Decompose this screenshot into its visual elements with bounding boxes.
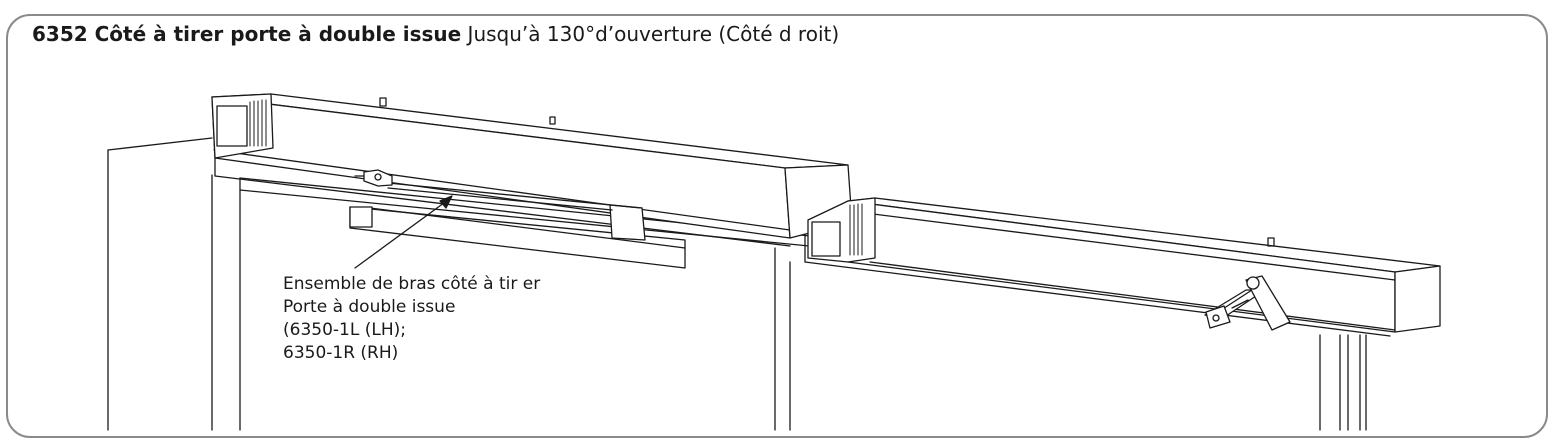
left-arm-assembly (349, 169, 686, 269)
right-arm-assembly (1204, 275, 1291, 331)
center-meeting-stiles (804, 234, 1391, 337)
title-rest: Jusqu’à 130°d’ouverture (Côté d roit) (461, 22, 840, 46)
callout-line-3: (6350-1L (LH); (283, 320, 406, 340)
right-door-frame (1319, 334, 1367, 431)
callout-line-2: Porte à double issue (283, 297, 456, 317)
title-bold: 6352 Côté à tirer porte à double issue (32, 22, 462, 46)
left-operator-header (211, 93, 853, 247)
callout-line-1: Ensemble de bras côté à tir er (283, 274, 541, 294)
callout-line-4: 6350-1R (RH) (283, 343, 399, 363)
callout-leader-line (354, 195, 453, 269)
right-operator-header (807, 197, 1441, 333)
arm-assembly-callout: Ensemble de bras côté à tir er Porte à d… (283, 273, 540, 365)
figure-title: 6352 Côté à tirer porte à double issue J… (32, 20, 839, 48)
